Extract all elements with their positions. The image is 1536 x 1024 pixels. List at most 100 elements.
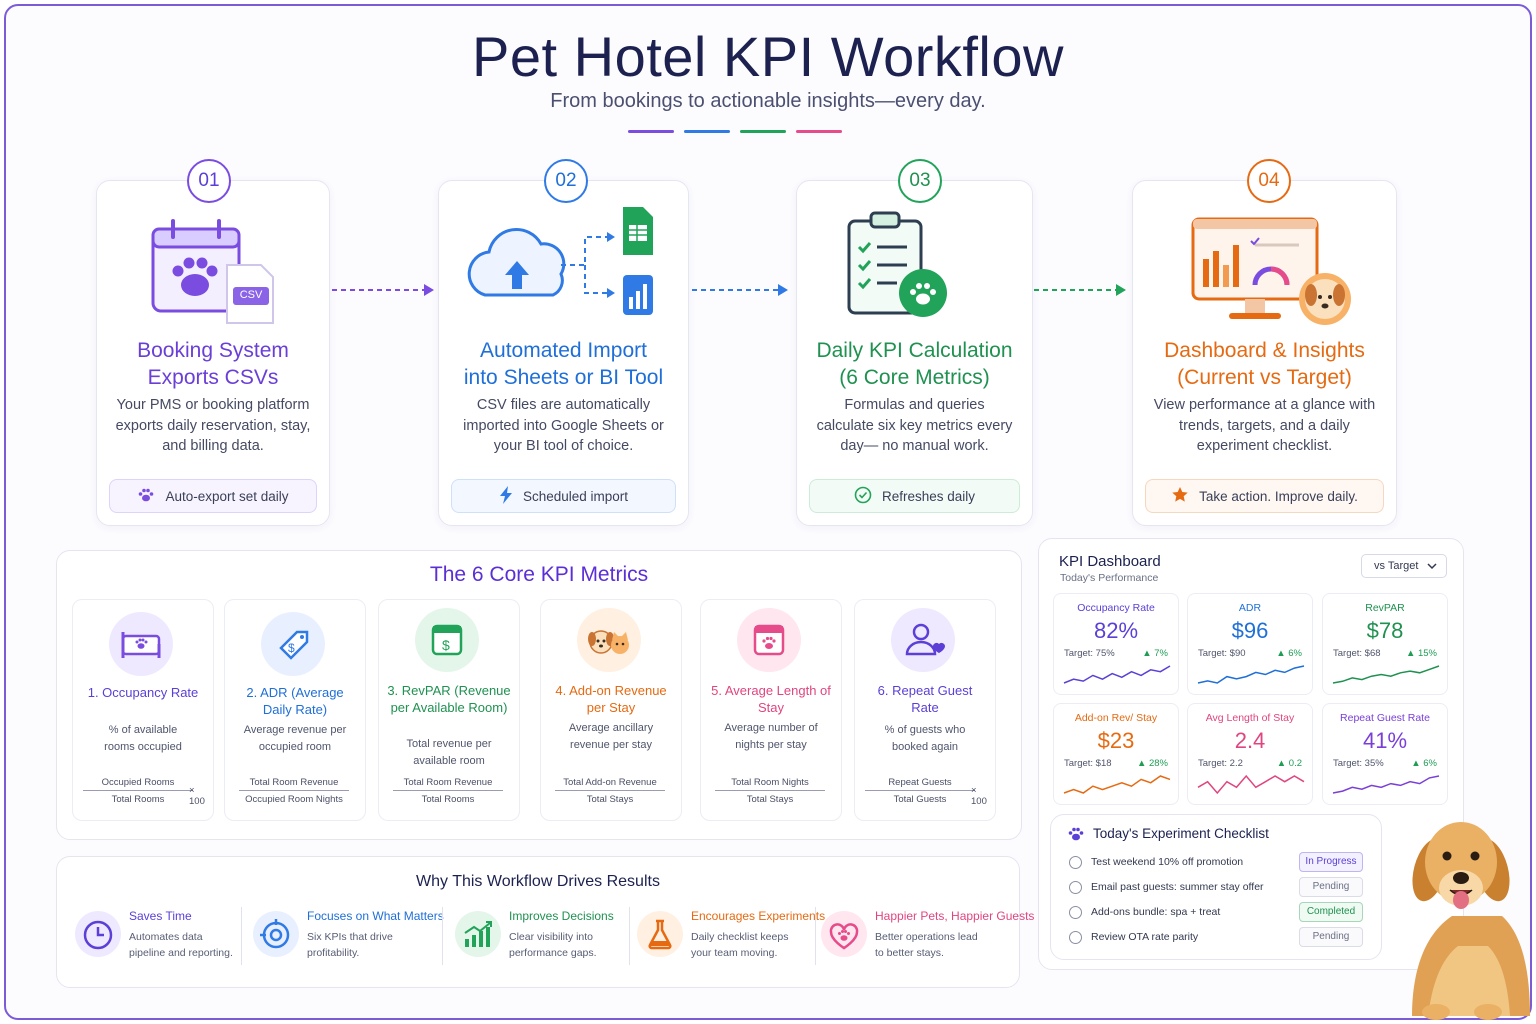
formula-numerator: Total Room Revenue (239, 777, 349, 791)
experiment-checklist-panel: Today's Experiment Checklist Test weeken… (1050, 814, 1382, 960)
step-3-number: 03 (898, 159, 942, 203)
formula-denominator: Total Stays (746, 794, 794, 805)
formula-multiplier: × 100 (971, 785, 987, 807)
why-desc: Six KPIs that drive profitability. (307, 931, 393, 959)
metric-card-adr: $ 2. ADR (Average Daily Rate) Average re… (224, 599, 366, 821)
kpi-card-value: 41% (1362, 728, 1408, 753)
metric-desc-length-of-stay: Average number of nights per stay (724, 722, 818, 751)
kpi-card-delta: ▲ 6% (1276, 648, 1302, 659)
checklist-checkbox[interactable] (1069, 881, 1082, 894)
formula-multiplier: × 100 (189, 785, 205, 807)
kpi-metrics-panel: The 6 Core KPI Metrics 1. Occupancy Rate… (56, 550, 1022, 840)
step-1-tag: Auto-export set daily (109, 479, 317, 513)
lightning-icon (499, 485, 513, 507)
step-2-desc: CSV files are automatically imported int… (463, 397, 664, 454)
chart-up-icon (455, 911, 501, 957)
clipboard-checklist-paw-icon (845, 209, 955, 326)
why-divider (442, 907, 443, 965)
flow-arrow-3 (1034, 284, 1126, 296)
step-4-number: 04 (1247, 159, 1291, 203)
kpi-section-title: The 6 Core KPI Metrics (429, 563, 649, 586)
user-heart-icon (891, 608, 955, 672)
page-title: Pet Hotel KPI Workflow (472, 25, 1064, 88)
why-divider (629, 907, 630, 965)
accent-bars (628, 130, 842, 133)
metric-card-occupancy: 1. Occupancy Rate % of available rooms o… (72, 599, 214, 821)
metric-card-repeat-guest: 6. Repeat Guest Rate % of guests who boo… (854, 599, 996, 821)
metric-name-addon: 4. Add-on Revenue per Stay (555, 683, 667, 715)
why-title: Happier Pets, Happier Guests (875, 909, 1035, 923)
step-1-number: 01 (187, 159, 231, 203)
checklist-checkbox[interactable] (1069, 906, 1082, 919)
status-badge: Completed (1299, 902, 1363, 922)
metric-name-length-of-stay: 5. Average Length of Stay (711, 683, 831, 715)
step-3-tag: Refreshes daily (809, 479, 1020, 513)
kpi-card-value: $23 (1097, 728, 1135, 753)
kpi-card-delta: ▲ 6% (1411, 758, 1437, 769)
step-3-desc: Formulas and queries calculate six key m… (816, 397, 1013, 454)
star-icon (1171, 486, 1189, 507)
step-1-desc: Your PMS or booking platform exports dai… (115, 397, 311, 454)
kpi-card-delta: ▲ 15% (1405, 648, 1437, 659)
formula-denominator: Total Stays (586, 794, 634, 805)
metric-desc-addon: Average ancillary revenue per stay (568, 722, 654, 751)
why-divider (241, 907, 242, 965)
target-icon (253, 911, 299, 957)
checklist-checkbox[interactable] (1069, 856, 1082, 869)
kpi-card-value: 2.4 (1234, 728, 1266, 753)
flow-arrow-1 (332, 284, 434, 296)
svg-text:$: $ (288, 641, 295, 655)
step-1-title-line2: Exports CSVs (147, 366, 279, 389)
checklist-item-text: Review OTA rate parity (1091, 931, 1199, 943)
dog-cat-icon (577, 608, 641, 672)
metric-desc-occupancy: % of available rooms occupied (104, 724, 182, 753)
why-title: Focuses on What Matters (307, 909, 444, 923)
kpi-card-label: Occupancy Rate (1077, 602, 1155, 614)
formula-denominator: Occupied Room Nights (245, 794, 343, 805)
formula-numerator: Repeat Guests (865, 777, 975, 791)
check-circle-icon (854, 486, 872, 507)
kpi-card-target: Target: $18 (1064, 758, 1112, 769)
metric-card-revpar: $ 3. RevPAR (Revenue per Available Room)… (378, 599, 520, 821)
monitor-dashboard-dog-icon (1189, 215, 1355, 336)
step-1-tag-label: Auto-export set daily (165, 488, 289, 504)
metric-desc-adr: Average revenue per occupied room (243, 724, 347, 753)
formula-numerator: Total Room Nights (715, 777, 825, 791)
flask-icon (637, 911, 683, 957)
kpi-card-label: Add-on Rev/ Stay (1074, 712, 1158, 724)
step-4-tag: Take action. Improve daily. (1145, 479, 1384, 513)
status-badge: In Progress (1299, 852, 1363, 872)
step-1-title-line1: Booking System (137, 339, 289, 362)
kpi-card-label: ADR (1238, 602, 1262, 614)
sparkline (1332, 775, 1440, 794)
dropdown-value: vs Target (1374, 560, 1419, 572)
why-desc: Clear visibility into performance gaps. (509, 931, 597, 959)
sparkline (1197, 665, 1305, 684)
kpi-card-value: $78 (1366, 618, 1404, 643)
step-3-tag-label: Refreshes daily (881, 488, 976, 504)
why-title: Improves Decisions (509, 909, 614, 923)
dashboard-title: KPI Dashboard (1059, 553, 1161, 570)
checklist-checkbox[interactable] (1069, 931, 1082, 944)
why-divider (815, 907, 816, 965)
clock-icon (75, 911, 121, 957)
golden-retriever-illustration (1392, 800, 1532, 1024)
accent-bar-pink (796, 130, 842, 133)
step-4-title-line1: Dashboard & Insights (1164, 339, 1365, 362)
comparison-dropdown[interactable]: vs Target (1361, 554, 1447, 578)
kpi-card-delta: ▲ 0.2 (1276, 758, 1302, 769)
why-section-title: Why This Workflow Drives Results (416, 873, 660, 890)
csv-label: CSV (239, 289, 263, 301)
step-2-tag-label: Scheduled import (522, 488, 629, 504)
step-card-2: Automated Import into Sheets or BI Tool … (438, 180, 689, 526)
flow-arrow-2 (692, 284, 788, 296)
checklist-item-text: Email past guests: summer stay offer (1091, 881, 1264, 893)
